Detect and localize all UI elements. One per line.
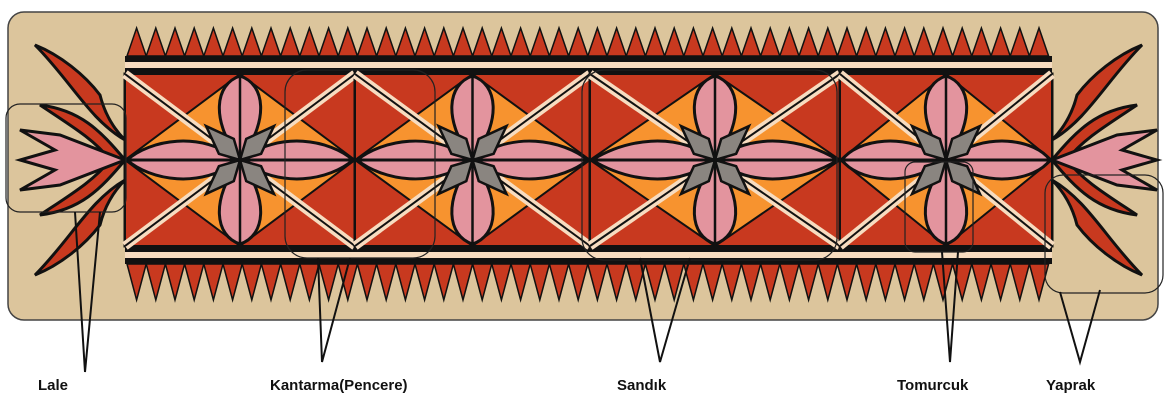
central-band-panels (125, 74, 1052, 246)
label-yaprak: Yaprak (1046, 377, 1096, 394)
label-kantarma: Kantarma(Pencere) (270, 377, 408, 394)
label-tomurcuk: Tomurcuk (897, 377, 969, 394)
top-cream-stripe (125, 62, 1052, 68)
label-sandik: Sandık (617, 377, 667, 394)
label-lale: Lale (38, 377, 68, 394)
